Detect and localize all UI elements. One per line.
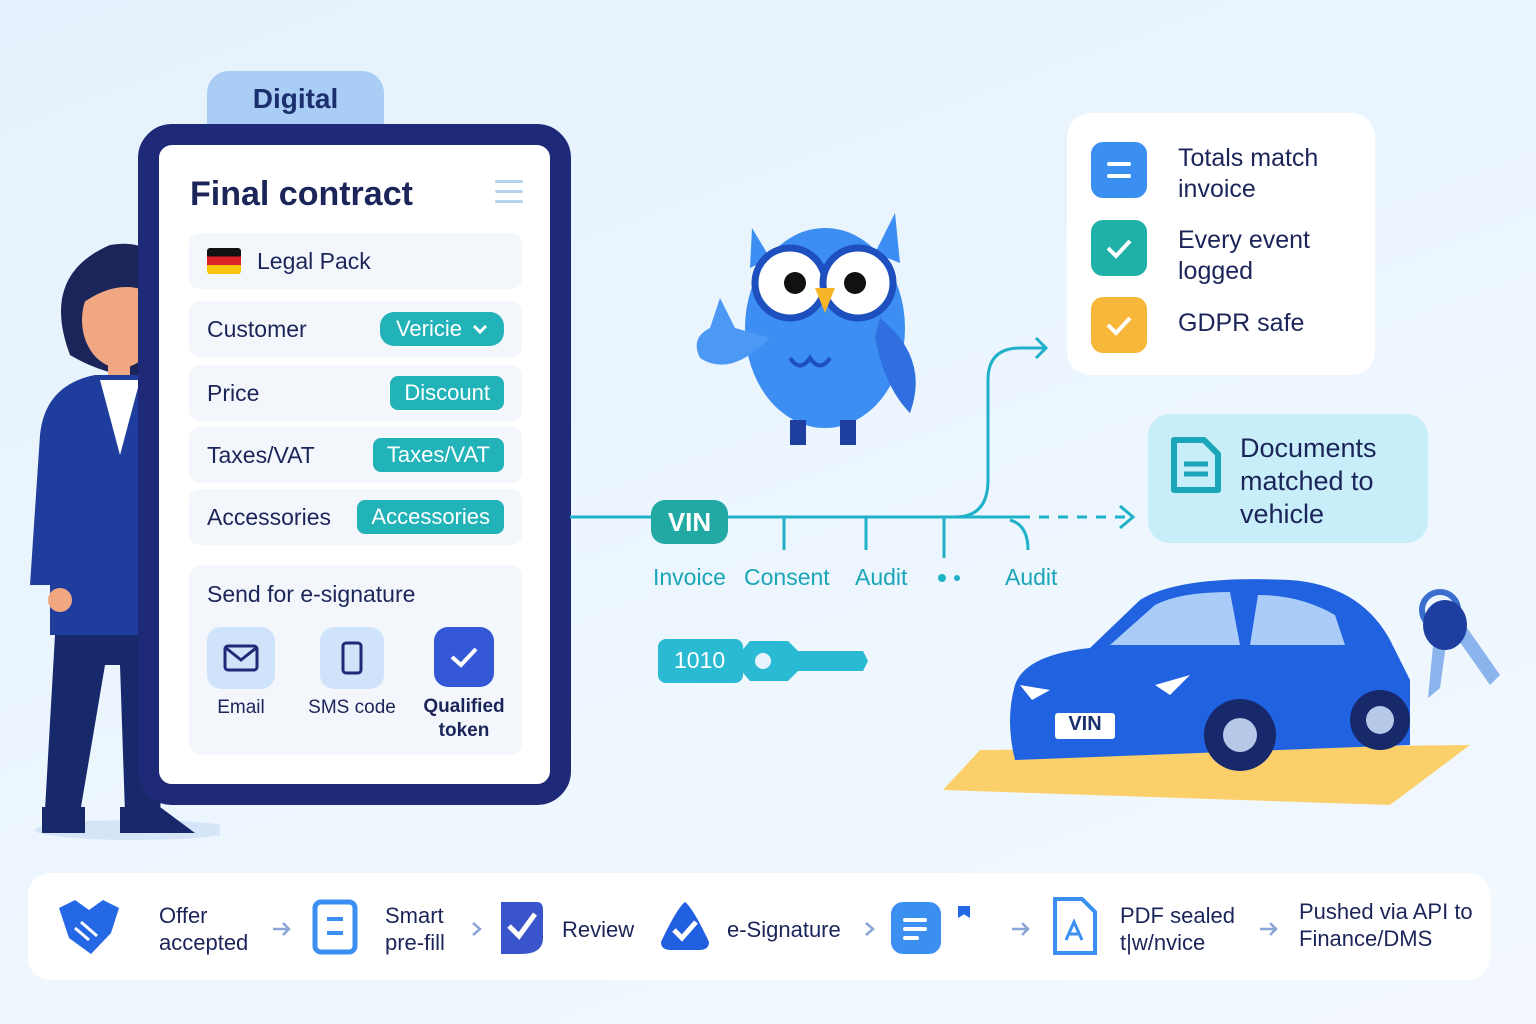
signature-check-icon [661, 902, 709, 950]
e-signature-label: Send for e-signature [207, 581, 416, 607]
chevron-right-icon [472, 922, 482, 936]
chevron-right-icon [865, 922, 875, 936]
document-list-icon [891, 902, 941, 954]
form-icon [312, 899, 358, 955]
legal-pack-label: Legal Pack [257, 247, 371, 274]
timeline-audit-2: Audit [1005, 564, 1058, 590]
taxes-value-badge[interactable]: Taxes/VAT [372, 438, 504, 472]
price-value-badge[interactable]: Discount [390, 376, 504, 410]
license-plate: VIN [1068, 713, 1102, 735]
arrow-right-icon [273, 922, 291, 936]
key-code: 1010 [674, 647, 726, 673]
flow-step-review: Review [562, 917, 635, 942]
check-icon [1091, 220, 1147, 276]
check-item-totals: Totals match invoice [1178, 144, 1319, 203]
customer-dropdown[interactable]: Vericie [379, 312, 504, 346]
workflow-bar [28, 873, 1490, 980]
arrow-right-icon [1012, 922, 1030, 936]
accessories-label: Accessories [207, 503, 331, 530]
flow-step-esignature: e-Signature [727, 917, 841, 942]
accessories-value-badge[interactable]: Accessories [357, 500, 504, 534]
car-illustration [943, 579, 1500, 805]
documents-matched-card: Documents matched to vehicle [1148, 414, 1428, 543]
german-flag-icon [207, 248, 241, 274]
page-title: Final contract [190, 175, 413, 213]
phone-icon [320, 627, 384, 689]
documents-matched-text: Documents matched to vehicle [1240, 433, 1377, 529]
sms-code-option[interactable]: SMS code [297, 627, 407, 719]
handshake-icon [59, 900, 119, 954]
email-label: Email [217, 697, 265, 718]
e-signature-panel: Send for e-signature Email SMS code Qual… [189, 565, 522, 755]
timeline-consent: Consent [744, 564, 830, 590]
customer-label: Customer [207, 315, 307, 342]
check-badge-icon [501, 902, 543, 954]
check-item-gdpr: GDPR safe [1178, 309, 1305, 337]
customer-row: Customer Vericie [189, 301, 522, 357]
price-label: Price [207, 379, 260, 406]
email-option[interactable]: Email [186, 627, 296, 719]
qualified-token-label: Qualified token [423, 696, 505, 741]
document-icon [1171, 437, 1221, 493]
envelope-icon [207, 627, 275, 689]
checklist-card: Totals match invoice Every event logged … [1067, 113, 1375, 375]
bookmark-icon [958, 906, 970, 918]
flow-step-api-push: Pushed via API to Finance/DMS [1299, 899, 1473, 951]
timeline-audit: Audit [855, 564, 908, 590]
digital-tab[interactable]: Digital [207, 71, 384, 131]
check-item-events: Every event logged [1178, 226, 1311, 285]
flow-step-offer: Offer accepted [159, 903, 249, 955]
legal-pack-row[interactable]: Legal Pack [189, 233, 522, 289]
accessories-row: Accessories Accessories [189, 489, 522, 545]
menu-icon[interactable] [495, 180, 523, 210]
check-icon [1091, 297, 1147, 353]
flow-step-pdf-sealed: PDF sealed t|w/nvice [1120, 903, 1235, 955]
price-row: Price Discount [189, 365, 522, 421]
customer-value: Vericie [395, 316, 462, 341]
taxes-label: Taxes/VAT [207, 441, 315, 468]
equals-icon [1091, 142, 1147, 198]
flow-step-prefill: Smart pre-fill [385, 903, 445, 955]
timeline-invoice: Invoice [653, 564, 726, 590]
chevron-down-icon [472, 324, 488, 335]
taxes-row: Taxes/VAT Taxes/VAT [189, 427, 522, 483]
vin-badge: VIN [651, 500, 728, 544]
arrow-right-icon [1260, 922, 1278, 936]
sms-code-label: SMS code [308, 697, 396, 718]
pdf-icon [1053, 897, 1097, 955]
qualified-token-option[interactable]: Qualified token [409, 627, 519, 743]
owl-mascot-illustration [696, 213, 916, 445]
digital-key-icon [658, 639, 868, 683]
check-icon [434, 627, 494, 687]
